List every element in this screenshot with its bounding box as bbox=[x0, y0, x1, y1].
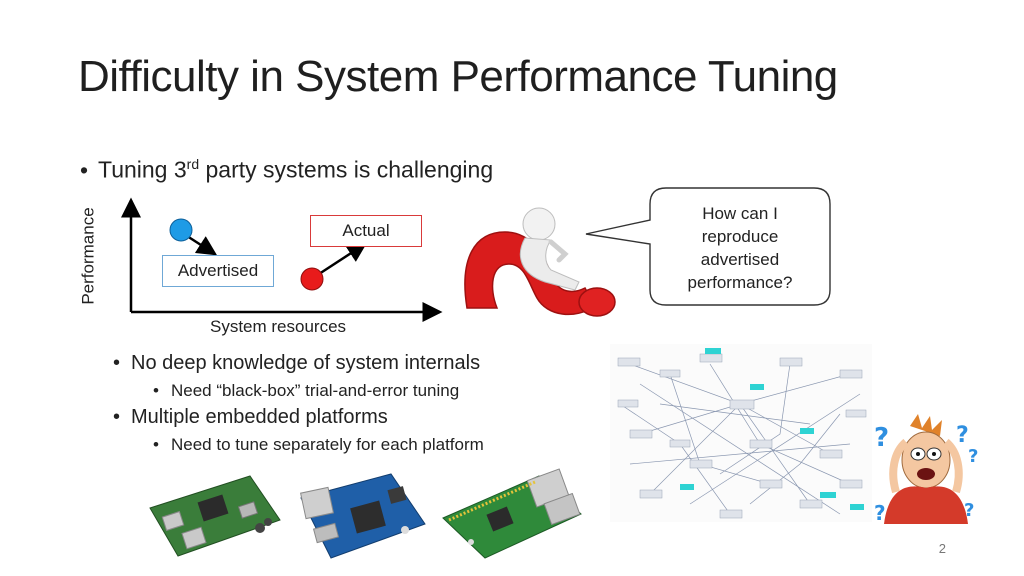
x-axis-label: System resources bbox=[210, 317, 347, 336]
slide-title: Difficulty in System Performance Tuning bbox=[78, 52, 838, 101]
callout-line: advertised bbox=[700, 250, 780, 269]
actual-label: Actual bbox=[310, 215, 422, 247]
sub-bullet-internals: •No deep knowledge of system internals bbox=[113, 352, 481, 374]
callout-line: reproduce bbox=[701, 227, 779, 246]
svg-text:?: ? bbox=[874, 423, 889, 453]
bullet-prefix: Tuning 3 bbox=[98, 156, 187, 183]
embedded-board-icon bbox=[442, 468, 582, 559]
bullet-tuning-challenging: • Tuning 3rd party systems is challenging bbox=[80, 156, 493, 184]
performance-diagram bbox=[121, 197, 443, 322]
bullet-dot: • bbox=[80, 156, 89, 183]
speech-bubble bbox=[585, 187, 831, 306]
svg-text:?: ? bbox=[956, 423, 969, 448]
bullet-superscript: rd bbox=[186, 156, 200, 172]
confused-person-icon: ? ? ? ? ? bbox=[874, 414, 978, 525]
callout-line: How can I bbox=[702, 204, 778, 223]
sub-sub-bullet-separate: •Need to tune separately for each platfo… bbox=[153, 435, 484, 454]
actual-arrow bbox=[318, 242, 368, 276]
sub-bullet-platforms: •Multiple embedded platforms bbox=[113, 406, 388, 428]
y-axis-label: Performance bbox=[78, 207, 98, 305]
thinker-figure-icon bbox=[464, 207, 616, 317]
embedded-board-icon bbox=[300, 473, 426, 559]
advertised-point bbox=[169, 218, 193, 242]
svg-text:?: ? bbox=[964, 500, 974, 521]
advertised-label: Advertised bbox=[162, 255, 274, 287]
bullet-suffix: party systems is challenging bbox=[199, 156, 494, 183]
embedded-board-icon bbox=[149, 475, 281, 557]
sub-sub-bullet-blackbox: •Need “black-box” trial-and-error tuning bbox=[153, 381, 460, 400]
svg-text:?: ? bbox=[874, 501, 886, 525]
advertised-arrow bbox=[186, 234, 218, 256]
page-number: 2 bbox=[938, 541, 946, 556]
actual-point bbox=[300, 267, 324, 291]
callout-line: performance? bbox=[687, 273, 793, 292]
callout-text: How can I reproduce advertised performan… bbox=[652, 202, 828, 294]
system-graph-icon bbox=[610, 344, 872, 522]
svg-text:?: ? bbox=[968, 446, 978, 467]
